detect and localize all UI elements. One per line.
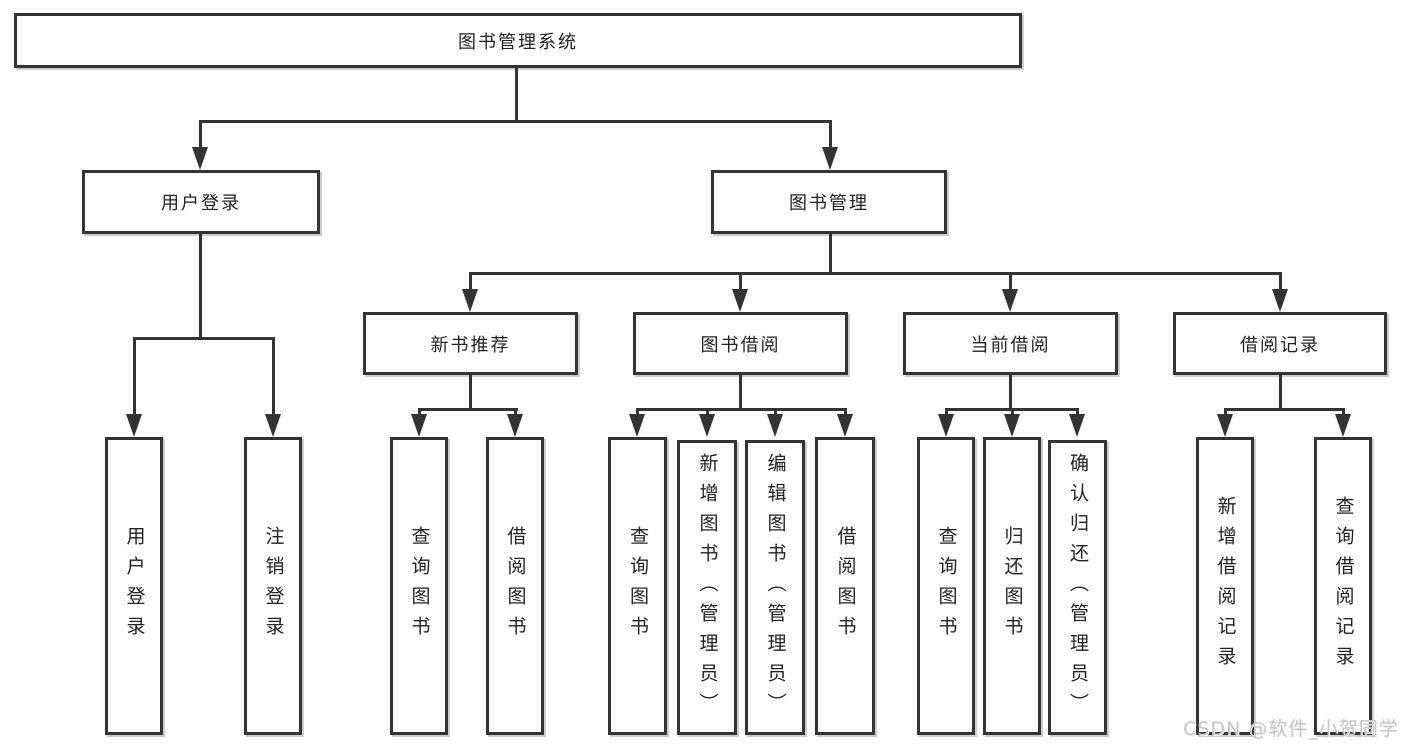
- arrowhead-book-management: [822, 147, 838, 170]
- leaf-recommend-query-book: 查询图书: [390, 437, 448, 735]
- leaf-current-return-book-label: 归还图书: [1001, 526, 1024, 646]
- leaf-records-query-record-label: 查询借阅记录: [1332, 496, 1355, 676]
- node-book-borrowing: 图书借阅: [633, 312, 848, 375]
- leaf-current-query-book: 查询图书: [917, 437, 975, 735]
- arrowhead-current-query: [938, 414, 954, 437]
- connector-drop-logout-leaf: [272, 337, 275, 417]
- connector-drop-current-query: [945, 408, 948, 417]
- leaf-current-query-book-label: 查询图书: [935, 526, 958, 646]
- connector-recommend-stem: [469, 375, 472, 408]
- leaf-records-add-record: 新增借阅记录: [1196, 437, 1254, 735]
- arrowhead-borrowing-edit: [767, 414, 783, 437]
- leaf-recommend-query-book-label: 查询图书: [408, 526, 431, 646]
- arrowhead-borrowing-borrow: [837, 414, 853, 437]
- arrowhead-records-add: [1217, 414, 1233, 437]
- connector-user-login-stem: [199, 234, 202, 337]
- arrowhead-current-borrowing: [1002, 289, 1018, 312]
- leaf-borrowing-query-book: 查询图书: [608, 437, 667, 735]
- connector-drop-borrowing-records: [1279, 272, 1282, 292]
- leaf-borrowing-edit-book: 编辑图书（管理员）: [745, 440, 805, 735]
- leaf-recommend-borrow-book: 借阅图书: [486, 437, 544, 735]
- connector-drop-recommend-borrow: [514, 408, 517, 417]
- arrowhead-new-book-recommend: [462, 289, 478, 312]
- leaf-borrowing-edit-book-label: 编辑图书（管理员）: [764, 452, 787, 723]
- node-user-login-label: 用户登录: [161, 193, 241, 214]
- connector-drop-current-borrowing: [1009, 272, 1012, 292]
- node-current-borrowing: 当前借阅: [903, 312, 1118, 375]
- connector-drop-borrowing-edit: [774, 408, 777, 417]
- leaf-borrowing-borrow-book-label: 借阅图书: [834, 526, 857, 646]
- connector-records-span: [1224, 408, 1345, 411]
- leaf-user-login: 用户登录: [105, 437, 163, 735]
- node-borrowing-records-label: 借阅记录: [1240, 334, 1320, 356]
- leaf-borrowing-query-book-label: 查询图书: [627, 526, 649, 646]
- leaf-logout: 注销登录: [244, 437, 302, 735]
- csdn-watermark: CSDN @软件_小贺同学: [1183, 718, 1399, 740]
- connector-drop-current-return: [1011, 408, 1014, 417]
- arrowhead-current-confirm: [1069, 414, 1085, 437]
- leaf-borrowing-add-book-label: 新增图书（管理员）: [696, 452, 719, 723]
- connector-drop-user-login-leaf: [133, 337, 136, 417]
- connector-recommend-span: [418, 408, 518, 411]
- node-new-book-recommend-label: 新书推荐: [430, 334, 511, 356]
- connector-drop-new-book-recommend: [469, 272, 472, 292]
- connector-drop-user-login: [199, 120, 202, 150]
- leaf-borrowing-add-book: 新增图书（管理员）: [677, 440, 737, 735]
- arrowhead-recommend-query: [411, 414, 427, 437]
- arrowhead-user-login: [192, 147, 208, 170]
- arrowhead-current-return: [1004, 414, 1020, 437]
- connector-book-management-span: [469, 272, 1282, 275]
- arrowhead-borrowing-records: [1272, 289, 1288, 312]
- arrowhead-borrowing-add: [699, 414, 715, 437]
- arrowhead-records-query: [1335, 414, 1351, 437]
- node-book-borrowing-label: 图书借阅: [700, 334, 781, 356]
- connector-drop-book-borrowing: [739, 272, 742, 292]
- connector-user-login-span: [133, 337, 275, 340]
- node-user-login: 用户登录: [82, 170, 320, 234]
- connector-drop-records-add: [1224, 408, 1227, 417]
- leaf-recommend-borrow-book-label: 借阅图书: [504, 526, 527, 646]
- connector-drop-borrowing-add: [706, 408, 709, 417]
- node-library-system-label: 图书管理系统: [458, 31, 578, 53]
- leaf-current-return-book: 归还图书: [983, 437, 1041, 735]
- connector-drop-recommend-query: [418, 408, 421, 417]
- node-book-management: 图书管理: [711, 170, 947, 234]
- leaf-records-add-record-label: 新增借阅记录: [1214, 496, 1237, 676]
- connector-drop-current-confirm: [1076, 408, 1079, 417]
- connector-root-stem: [515, 68, 518, 120]
- connector-root-span: [199, 120, 832, 123]
- connector-borrowing-stem: [739, 375, 742, 408]
- connector-book-management-stem: [829, 234, 832, 272]
- leaf-current-confirm-return-label: 确认归还（管理员）: [1067, 452, 1089, 723]
- connector-borrowing-span: [636, 408, 847, 411]
- leaf-user-login-label: 用户登录: [123, 526, 146, 646]
- arrowhead-borrowing-query: [629, 414, 645, 437]
- leaf-records-query-record: 查询借阅记录: [1314, 437, 1372, 735]
- node-book-management-label: 图书管理: [789, 193, 869, 214]
- connector-drop-book-management: [829, 120, 832, 150]
- node-current-borrowing-label: 当前借阅: [970, 334, 1051, 356]
- connector-records-stem: [1279, 375, 1282, 408]
- node-new-book-recommend: 新书推荐: [363, 312, 578, 375]
- connector-drop-borrowing-borrow: [844, 408, 847, 417]
- node-borrowing-records: 借阅记录: [1173, 312, 1387, 375]
- leaf-current-confirm-return: 确认归还（管理员）: [1048, 440, 1107, 735]
- connector-drop-records-query: [1342, 408, 1345, 417]
- leaf-logout-label: 注销登录: [262, 526, 285, 646]
- arrowhead-book-borrowing: [732, 289, 748, 312]
- arrowhead-recommend-borrow: [507, 414, 523, 437]
- arrowhead-user-login-leaf: [126, 414, 142, 437]
- connector-drop-borrowing-query: [636, 408, 639, 417]
- leaf-borrowing-borrow-book: 借阅图书: [815, 437, 875, 735]
- connector-current-stem: [1009, 375, 1012, 408]
- arrowhead-logout-leaf: [265, 414, 281, 437]
- node-library-system: 图书管理系统: [14, 13, 1022, 68]
